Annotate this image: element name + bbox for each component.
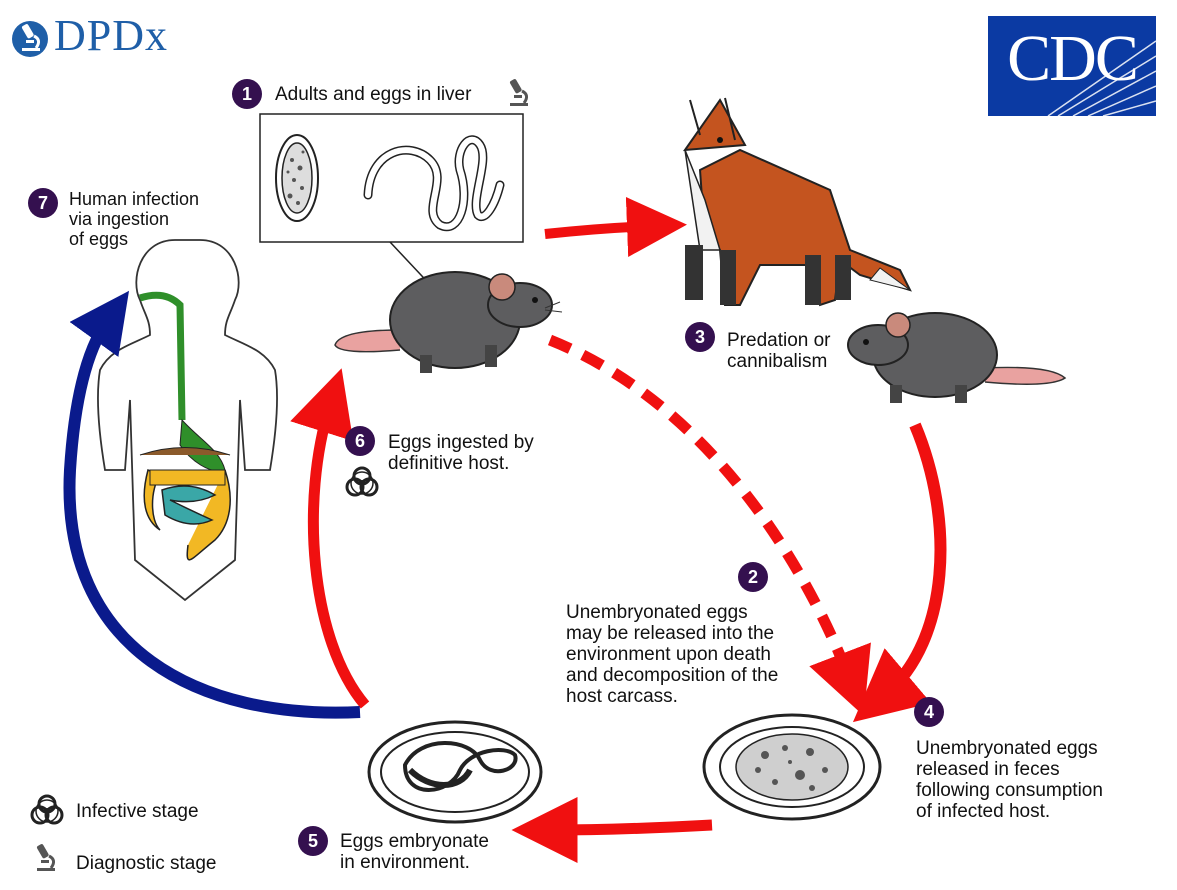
arrow-5-to-7	[63, 290, 361, 719]
arrow-2-dashed	[547, 334, 871, 716]
egg-illustration-unembryonated	[702, 713, 882, 821]
stage-7-label: Human infection via ingestion of eggs	[69, 189, 200, 249]
stage-1-badge: 1	[232, 79, 262, 109]
legend-microscope-icon	[34, 841, 57, 873]
stage-2-label: Unembryonated eggs may be released into …	[566, 602, 779, 707]
stage-6-label: Eggs ingested by definitive host.	[388, 432, 534, 474]
legend-infective-label: Infective stage	[76, 801, 199, 822]
biohazard-icon	[345, 466, 379, 497]
stage-5-badge: 5	[298, 826, 328, 856]
stage-5-label: Eggs embryonate in environment.	[340, 831, 489, 873]
legend-diagnostic-label: Diagnostic stage	[76, 853, 217, 874]
microscope-icon	[507, 76, 530, 108]
cdc-logo: CDC	[988, 16, 1156, 116]
rat-illustration-right	[847, 312, 1067, 403]
rat-illustration	[334, 271, 563, 373]
fox-illustration	[682, 97, 912, 307]
stage-3-label: Predation or cannibalism	[727, 330, 831, 372]
dpdx-logo-icon	[12, 21, 48, 57]
arrow-3-to-4	[852, 422, 947, 723]
cdc-logo-text: CDC	[1007, 22, 1139, 95]
arrow-1-to-3	[544, 196, 687, 257]
arrow-4-to-5	[511, 796, 713, 863]
stage-4-badge: 4	[914, 697, 944, 727]
dpdx-logo: DPDx	[12, 14, 168, 58]
stage-7-badge: 7	[28, 188, 58, 218]
cdc-logo-background	[988, 16, 1156, 116]
arrow-5-to-6	[290, 368, 370, 709]
adults-eggs-box	[259, 113, 524, 243]
human-body-illustration	[97, 239, 278, 602]
legend-biohazard-icon	[30, 794, 64, 825]
stage-1-label: Adults and eggs in liver	[275, 84, 472, 105]
dpdx-logo-text: DPDx	[54, 11, 169, 60]
stage-4-label: Unembryonated eggs released in feces fol…	[916, 738, 1103, 822]
egg-illustration-embryonated	[367, 720, 543, 824]
stage-3-badge: 3	[685, 322, 715, 352]
stage-6-badge: 6	[345, 426, 375, 456]
stage-2-badge: 2	[738, 562, 768, 592]
